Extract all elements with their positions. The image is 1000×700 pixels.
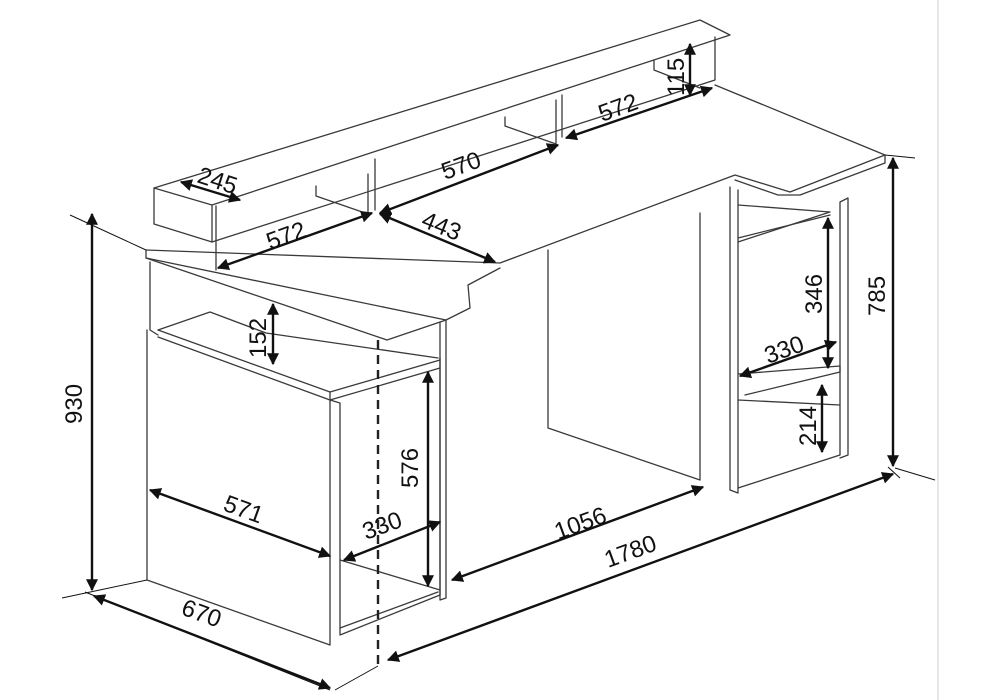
dim-shelf-left: 572 (263, 217, 310, 256)
dim-height-right: 785 (864, 276, 891, 316)
dim-cabinet-inner: 576 (397, 448, 424, 488)
dim-line-total-width (386, 472, 895, 662)
dim-cabinet-width: 571 (220, 490, 267, 529)
ext-top-left (69, 214, 147, 251)
dim-shelf-depth: 245 (194, 162, 240, 200)
dim-total-width: 1780 (601, 530, 660, 574)
cabinet-side (329, 357, 441, 636)
dim-total-depth: 670 (178, 594, 225, 633)
ext-top-right (884, 154, 916, 159)
left-cabinet-top (157, 336, 441, 401)
dim-line-shelf-left (216, 210, 374, 271)
desktop-right-notch (734, 179, 801, 196)
dim-rack-bottom: 214 (795, 406, 822, 446)
right-rack-top-shelf (737, 204, 831, 243)
dim-knee-space: 1056 (551, 502, 610, 546)
desktop-front-edge (145, 249, 501, 321)
dimension-labels: 245 115 572 570 572 443 152 576 571 330 … (61, 58, 891, 634)
dim-wing-depth: 443 (418, 207, 465, 247)
dim-riser-height: 115 (663, 58, 690, 96)
dim-line-cabinet-width (148, 488, 332, 558)
top-shelf-front (153, 187, 213, 243)
desktop-back-edge (145, 84, 886, 264)
ext-bottom-right (894, 467, 936, 481)
dim-total-height: 930 (61, 384, 88, 424)
dimension-lines (61, 42, 936, 691)
dim-line-total-depth (92, 594, 332, 690)
dim-line-shelf-right (564, 85, 714, 141)
cabinet-bottom (339, 591, 439, 629)
dim-shelf-right: 572 (595, 89, 642, 128)
cabinet-leg (439, 319, 447, 601)
shelf-divider-3 (504, 99, 557, 145)
cabinet-shelf (339, 559, 441, 591)
ext-bottom-left (61, 579, 148, 599)
desktop-right-edge (799, 154, 886, 196)
dim-line-rack-depth (738, 339, 838, 379)
left-open-shelf-side (149, 261, 159, 336)
shelf-divider-1 (315, 173, 369, 215)
dim-open-shelf: 152 (245, 318, 272, 358)
dim-rack-top: 346 (801, 274, 828, 314)
dim-line-shelf-middle (378, 143, 560, 215)
dim-shelf-middle: 570 (438, 147, 485, 186)
dim-rack-depth: 330 (761, 331, 808, 370)
right-rack-shelf-3 (737, 399, 841, 406)
dim-line-wing-depth (378, 212, 497, 264)
right-rack-shelf-1 (737, 214, 831, 239)
left-open-shelf-bottom (157, 329, 441, 393)
ext-depth-right (334, 665, 379, 691)
desktop-left-wing (145, 257, 447, 341)
left-open-shelf-back (157, 311, 439, 359)
cabinet-front-panel (146, 329, 331, 646)
right-rack-back (737, 197, 849, 489)
right-rack-front-leg (729, 186, 739, 494)
dim-cabinet-depth: 330 (359, 507, 406, 546)
center-panel (547, 212, 701, 481)
dim-line-shelf-depth (179, 179, 242, 203)
